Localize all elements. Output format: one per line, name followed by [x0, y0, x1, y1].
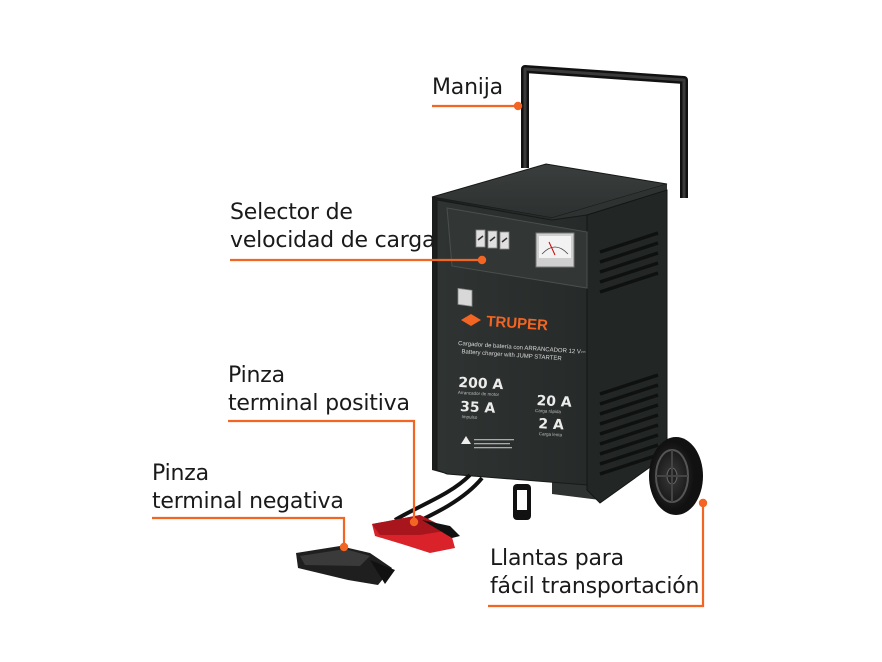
spec-value-1: 200 A	[458, 375, 504, 393]
spec-caption-2: Impulso	[461, 414, 477, 420]
warning-icon	[461, 436, 471, 444]
callout-wheels-line-1: Llantas para	[490, 546, 624, 571]
spec-caption-1: Arrancador de motor	[458, 390, 500, 397]
spec-value-2: 35 A	[460, 399, 496, 417]
spec-caption-4: Carga lenta	[539, 431, 563, 437]
callout-wheels-line-2: fácil transportación	[490, 574, 700, 599]
callout-positive-clamp-line-1: Pinza	[228, 363, 285, 388]
speed-selector-switches	[457, 229, 510, 307]
brand-text: TRUPER	[486, 313, 549, 334]
vents	[599, 231, 659, 476]
callout-positive-clamp-line-2: terminal positiva	[228, 391, 410, 416]
spec-caption-3: Carga rápida	[535, 408, 562, 414]
callout-handle-line-1: Manija	[432, 75, 503, 100]
handle	[521, 65, 688, 198]
callout-speed-selector-line-2: velocidad de carga	[230, 228, 436, 253]
callout-negative-clamp-line-2: terminal negativa	[152, 489, 344, 514]
spec-value-3: 20 A	[536, 393, 572, 411]
wheel	[649, 437, 703, 515]
callout-handle: Manija	[432, 74, 503, 102]
callout-positive-clamp: Pinza terminal positiva	[228, 362, 410, 418]
callout-speed-selector-line-1: Selector de	[230, 200, 353, 225]
callout-negative-clamp-line-1: Pinza	[152, 461, 209, 486]
callout-negative-clamp: Pinza terminal negativa	[152, 460, 344, 516]
positive-clamp	[372, 515, 460, 553]
ammeter	[535, 232, 575, 268]
callout-speed-selector: Selector de velocidad de carga	[230, 199, 436, 255]
control-panel	[446, 207, 588, 289]
callout-wheels: Llantas para fácil transportación	[490, 545, 699, 601]
truper-logo: TRUPER	[461, 313, 549, 334]
callout-lines	[152, 104, 705, 608]
spec-value-4: 2 A	[538, 416, 564, 433]
negative-clamp	[296, 546, 395, 585]
callout-dots	[339, 101, 708, 552]
